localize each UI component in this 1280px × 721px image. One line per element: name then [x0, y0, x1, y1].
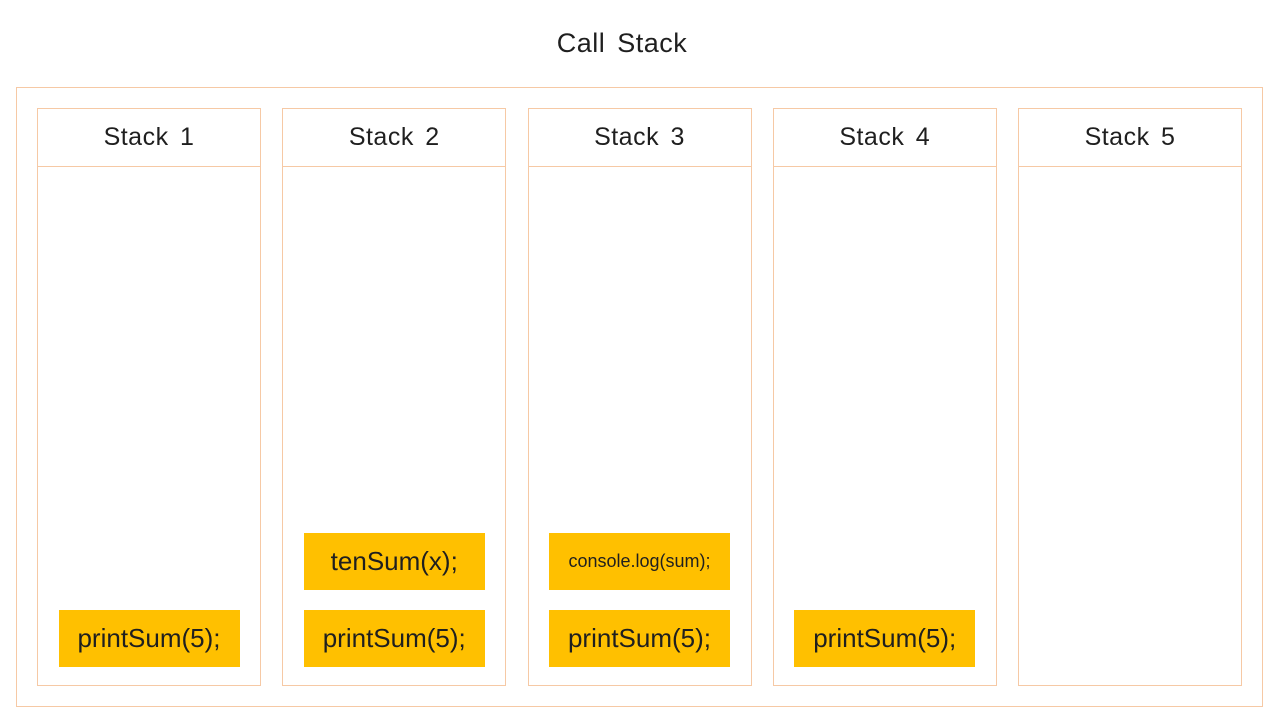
page-title: Call Stack: [556, 28, 688, 58]
stack-5-header: Stack 5: [1019, 109, 1241, 167]
stack-frame: console.log(sum);: [549, 533, 730, 590]
stack-column-5: Stack 5: [1018, 108, 1242, 686]
stack-column-3: Stack 3 console.log(sum); printSum(5);: [527, 108, 752, 686]
stack-1-body: printSum(5);: [38, 167, 260, 685]
stack-3-body: console.log(sum); printSum(5);: [529, 167, 751, 685]
stack-column-1: Stack 1 printSum(5);: [37, 108, 261, 686]
call-stack-container: Stack 1 printSum(5); Stack 2 tenSum(x); …: [16, 87, 1263, 707]
stack-1-header: Stack 1: [38, 109, 260, 167]
stack-frame: printSum(5);: [303, 610, 485, 667]
stack-frame: tenSum(x);: [303, 533, 485, 590]
stack-3-header: Stack 3: [528, 109, 751, 167]
stack-4-header: Stack 4: [773, 109, 996, 167]
stack-frame: printSum(5);: [58, 610, 240, 667]
stack-5-body: [1019, 167, 1241, 685]
stack-4-body: printSum(5);: [774, 167, 996, 685]
diagram-title-bar: Call Stack: [0, 0, 1280, 87]
stack-column-2: Stack 2 tenSum(x); printSum(5);: [282, 108, 507, 686]
stack-frame: printSum(5);: [549, 610, 730, 667]
stack-2-header: Stack 2: [283, 109, 506, 167]
stack-2-body: tenSum(x); printSum(5);: [283, 167, 505, 685]
stack-frame: printSum(5);: [794, 610, 976, 667]
stack-column-4: Stack 4 printSum(5);: [772, 108, 997, 686]
